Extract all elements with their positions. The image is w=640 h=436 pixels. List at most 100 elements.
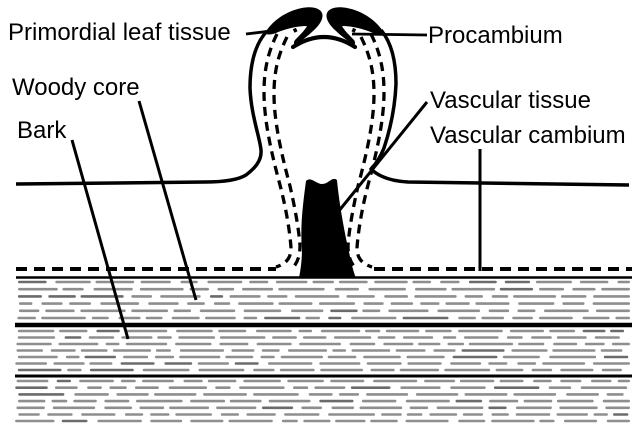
wood-grain-dash	[157, 336, 172, 339]
wood-grain-dash	[272, 336, 297, 339]
wood-grain-dash	[150, 413, 170, 416]
wood-grain-dash	[407, 362, 442, 365]
wood-grain-dash	[319, 362, 361, 365]
wood-grain-dash	[442, 336, 457, 339]
wood-grain-dash	[458, 419, 486, 423]
wood-grain-dash	[51, 399, 68, 403]
wood-grain-dash	[468, 342, 514, 346]
wood-grain-dash	[231, 349, 255, 352]
wood-grain-dash	[602, 399, 630, 403]
wood-grain-dash	[275, 280, 308, 284]
wood-grain-dash	[400, 386, 441, 389]
wood-grain-dash	[54, 386, 78, 389]
wood-grain-dash	[461, 349, 505, 352]
wood-grain-dash	[164, 362, 193, 365]
wood-grain-dash	[617, 379, 630, 383]
wood-grain-dash	[361, 399, 397, 403]
wood-grain-dash	[518, 302, 555, 305]
wood-grain-dash	[491, 295, 509, 298]
wood-grain-dash	[405, 419, 449, 423]
wood-grain-dash	[219, 336, 266, 339]
wood-grain-dash	[424, 379, 456, 383]
wood-grain-dash	[592, 362, 630, 365]
wood-grain-dash	[402, 336, 434, 339]
wood-grain-dash	[491, 419, 535, 423]
wood-grain-dash	[499, 379, 524, 383]
wood-grain-dash	[190, 419, 224, 423]
wood-grain-dash	[517, 362, 537, 365]
wood-grain-dash	[220, 413, 239, 416]
wood-grain-dash	[80, 309, 126, 313]
wood-grain-dash	[523, 399, 553, 403]
wood-grain-dash	[328, 316, 342, 320]
wood-grain-dash	[16, 406, 45, 410]
wood-grain-dash	[531, 336, 552, 339]
wood-grain-dash	[125, 342, 168, 346]
wood-grain-dash	[61, 419, 88, 423]
wood-grain-dash	[509, 329, 544, 333]
wood-grain-dash	[199, 309, 236, 313]
wood-grain-dash	[330, 379, 365, 383]
wood-grain-dash	[320, 329, 361, 333]
wood-grain-dash	[243, 379, 281, 383]
wood-grain-dash	[18, 399, 46, 403]
wood-grain-dash	[79, 379, 114, 383]
wood-hatching	[15, 280, 630, 423]
wood-grain-dash	[332, 349, 347, 352]
wood-grain-dash	[395, 349, 426, 352]
wood-grain-dash	[154, 393, 197, 396]
wood-grain-dash	[595, 309, 630, 313]
wood-grain-dash	[18, 280, 47, 284]
wood-grain-dash	[552, 349, 596, 352]
label-woody-core: Woody core	[12, 74, 140, 101]
wood-grain-dash	[415, 393, 459, 396]
wood-grain-dash	[518, 342, 545, 346]
wood-grain-dash	[566, 393, 599, 396]
wood-grain-dash	[16, 379, 49, 383]
label-primordial-leaf-tissue: Primordial leaf tissue	[8, 19, 231, 46]
wood-grain-dash	[601, 368, 622, 372]
wood-grain-dash	[370, 419, 398, 423]
wood-grain-dash	[69, 302, 91, 305]
wood-grain-dash	[488, 406, 507, 410]
wood-grain-dash	[207, 379, 237, 383]
wood-grain-dash	[572, 287, 596, 291]
wood-grain-dash	[412, 280, 432, 284]
wood-grain-dash	[458, 316, 476, 320]
wood-grain-dash	[15, 362, 48, 365]
wood-grain-dash	[418, 342, 441, 346]
wood-grain-dash	[481, 316, 505, 320]
wood-grain-dash	[506, 336, 523, 339]
wood-grain-dash	[582, 316, 610, 320]
wood-grain-dash	[592, 302, 630, 305]
wood-grain-dash	[203, 393, 247, 396]
procambium-strand-right-inner	[346, 36, 376, 271]
wood-grain-dash	[205, 316, 236, 320]
wood-grain-dash	[218, 329, 247, 333]
wood-grain-dash	[198, 368, 245, 372]
label-procambium: Procambium	[428, 22, 563, 49]
wood-grain-dash	[383, 342, 414, 346]
wood-grain-dash	[17, 355, 58, 359]
wood-grain-dash	[264, 316, 301, 320]
wood-grain-dash	[373, 379, 418, 383]
wood-grain-dash	[139, 287, 184, 291]
wood-grain-dash	[268, 399, 311, 403]
wood-grain-dash	[219, 342, 249, 346]
wood-grain-dash	[17, 329, 55, 333]
wood-grain-dash	[611, 342, 630, 346]
wood-grain-dash	[580, 386, 628, 389]
wood-grain-dash	[399, 368, 440, 372]
wood-grain-dash	[385, 329, 420, 333]
wood-grain-dash	[464, 295, 483, 298]
wood-grain-dash	[613, 413, 629, 416]
wood-grain-dash	[406, 355, 445, 359]
wood-grain-dash	[381, 413, 402, 416]
wood-grain-dash	[284, 413, 320, 416]
wood-grain-dash	[80, 295, 124, 298]
wood-grain-dash	[41, 302, 63, 305]
wood-grain-dash	[287, 379, 324, 383]
wood-grain-dash	[278, 287, 325, 291]
wood-grain-dash	[175, 413, 212, 416]
